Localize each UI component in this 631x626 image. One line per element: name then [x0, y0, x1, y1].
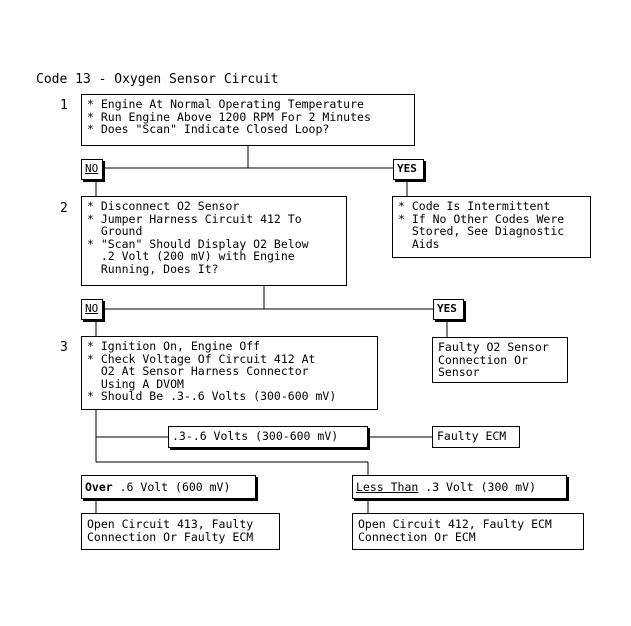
- step3-line: * Check Voltage Of Circuit 412 At: [87, 351, 316, 366]
- result-line: * If No Other Codes Were: [398, 211, 565, 226]
- yes-label-2: YES: [433, 299, 464, 320]
- result-line: * Code Is Intermittent: [398, 199, 551, 213]
- step3-line: * Ignition On, Engine Off: [87, 339, 261, 353]
- diagram-title: Code 13 - Oxygen Sensor Circuit: [36, 72, 279, 87]
- step1-box: * Engine At Normal Operating Temperature…: [81, 94, 415, 146]
- over-voltage-label: Over .6 Volt (600 mV): [81, 475, 256, 499]
- step3-line: O2 At Sensor Harness Connector: [87, 364, 309, 378]
- no-label-1: NO: [81, 159, 103, 180]
- step2-line: * Disconnect O2 Sensor: [87, 199, 240, 213]
- step2-line: .2 Volt (200 mV) with Engine: [87, 249, 295, 263]
- open-circuit-413-box: Open Circuit 413, Faulty Connection Or F…: [81, 513, 280, 550]
- open-circuit-412-box: Open Circuit 412, Faulty ECM Connection …: [352, 513, 584, 550]
- step-number-2: 2: [60, 201, 68, 216]
- result-line: Connection Or: [438, 352, 529, 367]
- result-line: Aids: [398, 236, 440, 251]
- less-than-voltage-label: Less Than .3 Volt (300 mV): [352, 475, 567, 499]
- step2-line: * Jumper Harness Circuit 412 To: [87, 211, 302, 226]
- no-label-2: NO: [81, 299, 103, 320]
- step2-line: Ground: [87, 224, 143, 238]
- step-number-1: 1: [60, 98, 68, 113]
- result-line: Connection Or ECM: [358, 529, 476, 544]
- voltage-range-label: .3-.6 Volts (300-600 mV): [168, 426, 368, 448]
- step1-line: * Run Engine Above 1200 RPM For 2 Minute…: [87, 109, 371, 124]
- intermittent-result-box: * Code Is Intermittent * If No Other Cod…: [392, 196, 591, 258]
- faulty-o2-sensor-box: Faulty O2 Sensor Connection Or Sensor: [432, 337, 568, 383]
- step3-line: Using A DVOM: [87, 376, 184, 391]
- over-label-keyword: Over: [85, 480, 113, 494]
- less-label-keyword: Less Than: [356, 480, 419, 494]
- result-line: Faulty O2 Sensor: [438, 340, 549, 354]
- faulty-ecm-box: Faulty ECM: [432, 426, 520, 448]
- over-label-text: .6 Volt (600 mV): [112, 480, 231, 494]
- step-number-3: 3: [60, 340, 68, 355]
- result-line: Connection Or Faulty ECM: [87, 529, 254, 544]
- result-line: Sensor: [438, 365, 480, 379]
- step2-line: Running, Does It?: [87, 261, 219, 276]
- step1-line: * Engine At Normal Operating Temperature: [87, 97, 364, 111]
- less-label-text: .3 Volt (300 mV): [418, 480, 537, 494]
- result-line: Open Circuit 413, Faulty: [87, 517, 254, 531]
- result-line: Open Circuit 412, Faulty ECM: [358, 517, 552, 531]
- yes-label-1: YES: [393, 159, 424, 180]
- step3-line: * Should Be .3-.6 Volts (300-600 mV): [87, 389, 337, 403]
- step2-line: * "Scan" Should Display O2 Below: [87, 236, 309, 251]
- step1-line: * Does "Scan" Indicate Closed Loop?: [87, 122, 330, 136]
- result-line: Stored, See Diagnostic: [398, 224, 565, 238]
- step3-box: * Ignition On, Engine Off * Check Voltag…: [81, 336, 378, 410]
- step2-box: * Disconnect O2 Sensor * Jumper Harness …: [81, 196, 347, 286]
